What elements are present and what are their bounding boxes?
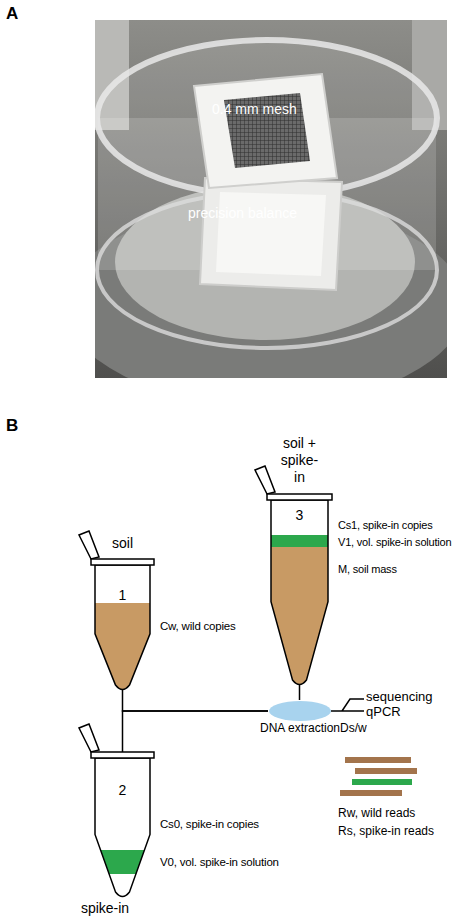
panel-letter: A — [6, 4, 18, 24]
quantity-label: Cs0, spike-in copies — [160, 818, 259, 832]
tube-contents — [93, 850, 152, 874]
wild-read-bar — [340, 790, 402, 796]
balance-pillar — [412, 20, 447, 130]
tube-fill — [93, 603, 152, 735]
read-bar-swatch — [352, 779, 412, 785]
mesh-holder — [194, 74, 337, 188]
tube-fill — [269, 547, 330, 735]
tube-body — [271, 500, 328, 685]
weighing-boat — [200, 178, 342, 290]
tube-outline — [271, 500, 328, 685]
tube-body — [95, 565, 150, 690]
quantity-label: V1, vol. spike-in solution — [338, 536, 451, 549]
photo-background — [95, 20, 447, 378]
spike-in-tube: 2Cs0, spike-in copiesV0, vol. spike-in s… — [60, 752, 280, 918]
tube-outline-layer — [60, 752, 280, 918]
draft-shield-wall — [98, 118, 436, 270]
legend-text: Rs, spike-in reads — [338, 824, 434, 838]
tube-fill — [93, 850, 152, 874]
draft-shield-rim — [97, 40, 437, 196]
quantity-label: M, soil mass — [338, 563, 397, 576]
tube-body — [95, 758, 150, 897]
mixed-sample-tube: soil + spike-in 3Cs1, spike-in copiesV1, … — [266, 435, 474, 685]
balance-base — [95, 205, 447, 378]
tube-label: 1 — [119, 587, 127, 604]
tube-rim — [91, 559, 154, 565]
quantity-label: DNA extraction — [260, 721, 340, 735]
legend-text: Rw, wild reads — [338, 806, 415, 820]
tube-label: spike-in — [81, 900, 129, 917]
tube-cap — [79, 531, 99, 559]
photo-annotation: precision balance — [188, 205, 297, 222]
balance-pillar — [95, 20, 129, 130]
connector-line — [123, 711, 269, 752]
tube-label: 2 — [119, 782, 127, 799]
ratio-symbol: Ds/w — [340, 721, 367, 735]
tube-contents — [269, 535, 330, 735]
wild-read-bar — [355, 768, 417, 774]
extraction-ellipse: DNA extraction — [268, 700, 332, 738]
tube-contents — [93, 603, 152, 735]
output-branch-line — [331, 699, 364, 711]
tube-rim — [91, 752, 154, 758]
quantity-label: V0, vol. spike-in solution — [160, 856, 279, 870]
output-label: sequencing — [366, 689, 433, 705]
quantity-label: Cw, wild copies — [160, 620, 236, 634]
quantity-label: Cs1, spike-in copies — [338, 519, 432, 532]
tube-cap — [255, 466, 275, 494]
tube-label: 3 — [296, 507, 304, 524]
tube-label: soil + spike-in — [281, 435, 318, 485]
photo-annotation: 0.4 mm mesh — [212, 101, 297, 118]
tube-outline — [95, 758, 150, 897]
tube-cap — [79, 724, 99, 752]
draft-shield-base — [97, 192, 437, 348]
output-label: qPCR — [366, 704, 401, 720]
read-bar-swatch — [345, 757, 411, 763]
weighing-boat-inner — [216, 192, 326, 276]
balance-photo — [95, 20, 447, 378]
connector-line — [299, 685, 301, 700]
panel-letter: B — [6, 416, 18, 436]
tube-outline-layer — [60, 535, 260, 690]
tube-label: soil — [112, 535, 133, 552]
weighing-pan — [115, 184, 415, 340]
sample-tube: soil 1Cw, wild copies — [60, 535, 260, 690]
tube-rim — [267, 494, 332, 500]
connector-line — [123, 690, 269, 711]
extraction-ellipse-shape — [269, 701, 331, 721]
tube-outline — [95, 565, 150, 690]
tube-fill — [269, 535, 330, 547]
